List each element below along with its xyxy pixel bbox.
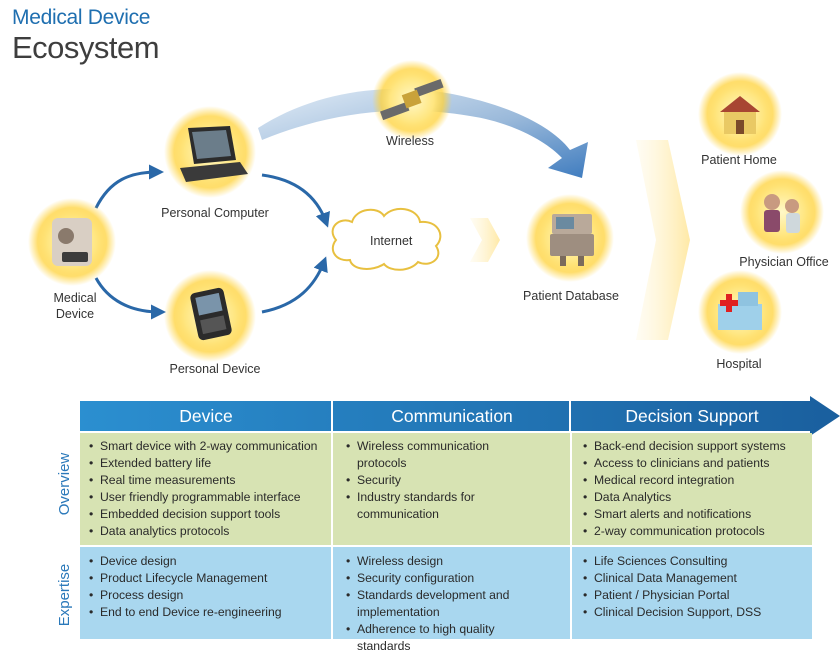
hospital-label: Hospital [716,357,762,371]
title-line-2: Ecosystem [12,30,160,65]
list-item: Smart alerts and notifications [582,506,812,523]
list-item: Standards development and implementation [345,587,545,621]
personal-computer-label: Personal Computer [161,206,269,220]
arrow-computer-to-internet [261,173,330,228]
chevron-arrow-2 [636,140,690,340]
list-item: End to end Device re-engineering [88,604,331,621]
list-item: Extended battery life [88,455,331,472]
satellite-icon [380,78,444,121]
list-item: Device design [88,553,331,570]
list-item: Real time measurements [88,472,331,489]
list-item: Security configuration [345,570,545,587]
medical-device-icon [52,218,92,266]
patient-home-label: Patient Home [701,153,777,167]
list-item: Medical record integration [582,472,812,489]
list-item: Back-end decision support systems [582,438,812,455]
cell-overview-communication: Wireless communication protocols Securit… [333,433,570,545]
list-item: Adherence to high quality standards [345,621,545,655]
list-item: Clinical Data Management [582,570,812,587]
physician-office-label: Physician Office [739,255,829,269]
chevron-arrow-1 [470,218,500,262]
arrow-device-to-personal-device [94,277,166,320]
list-item: Wireless communication protocols [345,438,520,472]
list-item: Wireless design [345,553,545,570]
hospital-icon [718,292,762,330]
list-item: Data Analytics [582,489,812,506]
medical-device-label-line-2: Device [55,307,95,321]
internet-label: Internet [370,234,413,248]
list-item: 2-way communication protocols [582,523,812,540]
cell-expertise-communication: Wireless design Security configuration S… [333,547,570,653]
header-arrow-band [80,396,840,436]
column-header-device: Device [179,406,233,426]
list-item: Embedded decision support tools [88,506,331,523]
column-header-communication: Communication [391,406,513,426]
patient-database-label: Patient Database [523,289,619,303]
list-item: Smart device with 2-way communication [88,438,331,455]
row-label-overview: Overview [56,452,73,516]
house-icon [720,96,760,134]
physician-office-icon [764,194,800,233]
list-item: Data analytics protocols [88,523,331,540]
pda-icon [190,287,232,341]
internet-cloud-icon [331,207,442,271]
cell-expertise-device: Device design Product Lifecycle Manageme… [80,547,331,639]
personal-device-label: Personal Device [169,362,261,376]
row-label-expertise: Expertise [56,563,73,627]
list-item: Life Sciences Consulting [582,553,812,570]
laptop-icon [180,126,248,182]
list-item: Industry standards for communication [345,489,520,523]
list-item: Product Lifecycle Management [88,570,331,587]
arrow-personal-device-to-internet [261,256,328,314]
title-line-1: Medical Device [12,6,151,29]
list-item: User friendly programmable interface [88,489,331,506]
cell-expertise-decision-support: Life Sciences Consulting Clinical Data M… [572,547,812,639]
wireless-label: Wireless [386,134,434,148]
office-glow [740,170,824,254]
list-item: Patient / Physician Portal [582,587,812,604]
list-item: Access to clinicians and patients [582,455,812,472]
cell-overview-device: Smart device with 2-way communication Ex… [80,433,331,545]
cell-overview-decision-support: Back-end decision support systems Access… [572,433,812,545]
patient-database-icon [550,214,594,266]
column-header-decision-support: Decision Support [625,406,759,426]
ecosystem-diagram [28,60,824,362]
list-item: Security [345,472,520,489]
wireless-flow-arrow [258,88,588,178]
list-item: Clinical Decision Support, DSS [582,604,812,621]
medical-device-label: Medical Device [40,290,110,322]
arrow-device-to-computer [94,164,164,209]
medical-device-label-line-1: Medical [53,291,97,305]
list-item: Process design [88,587,331,604]
